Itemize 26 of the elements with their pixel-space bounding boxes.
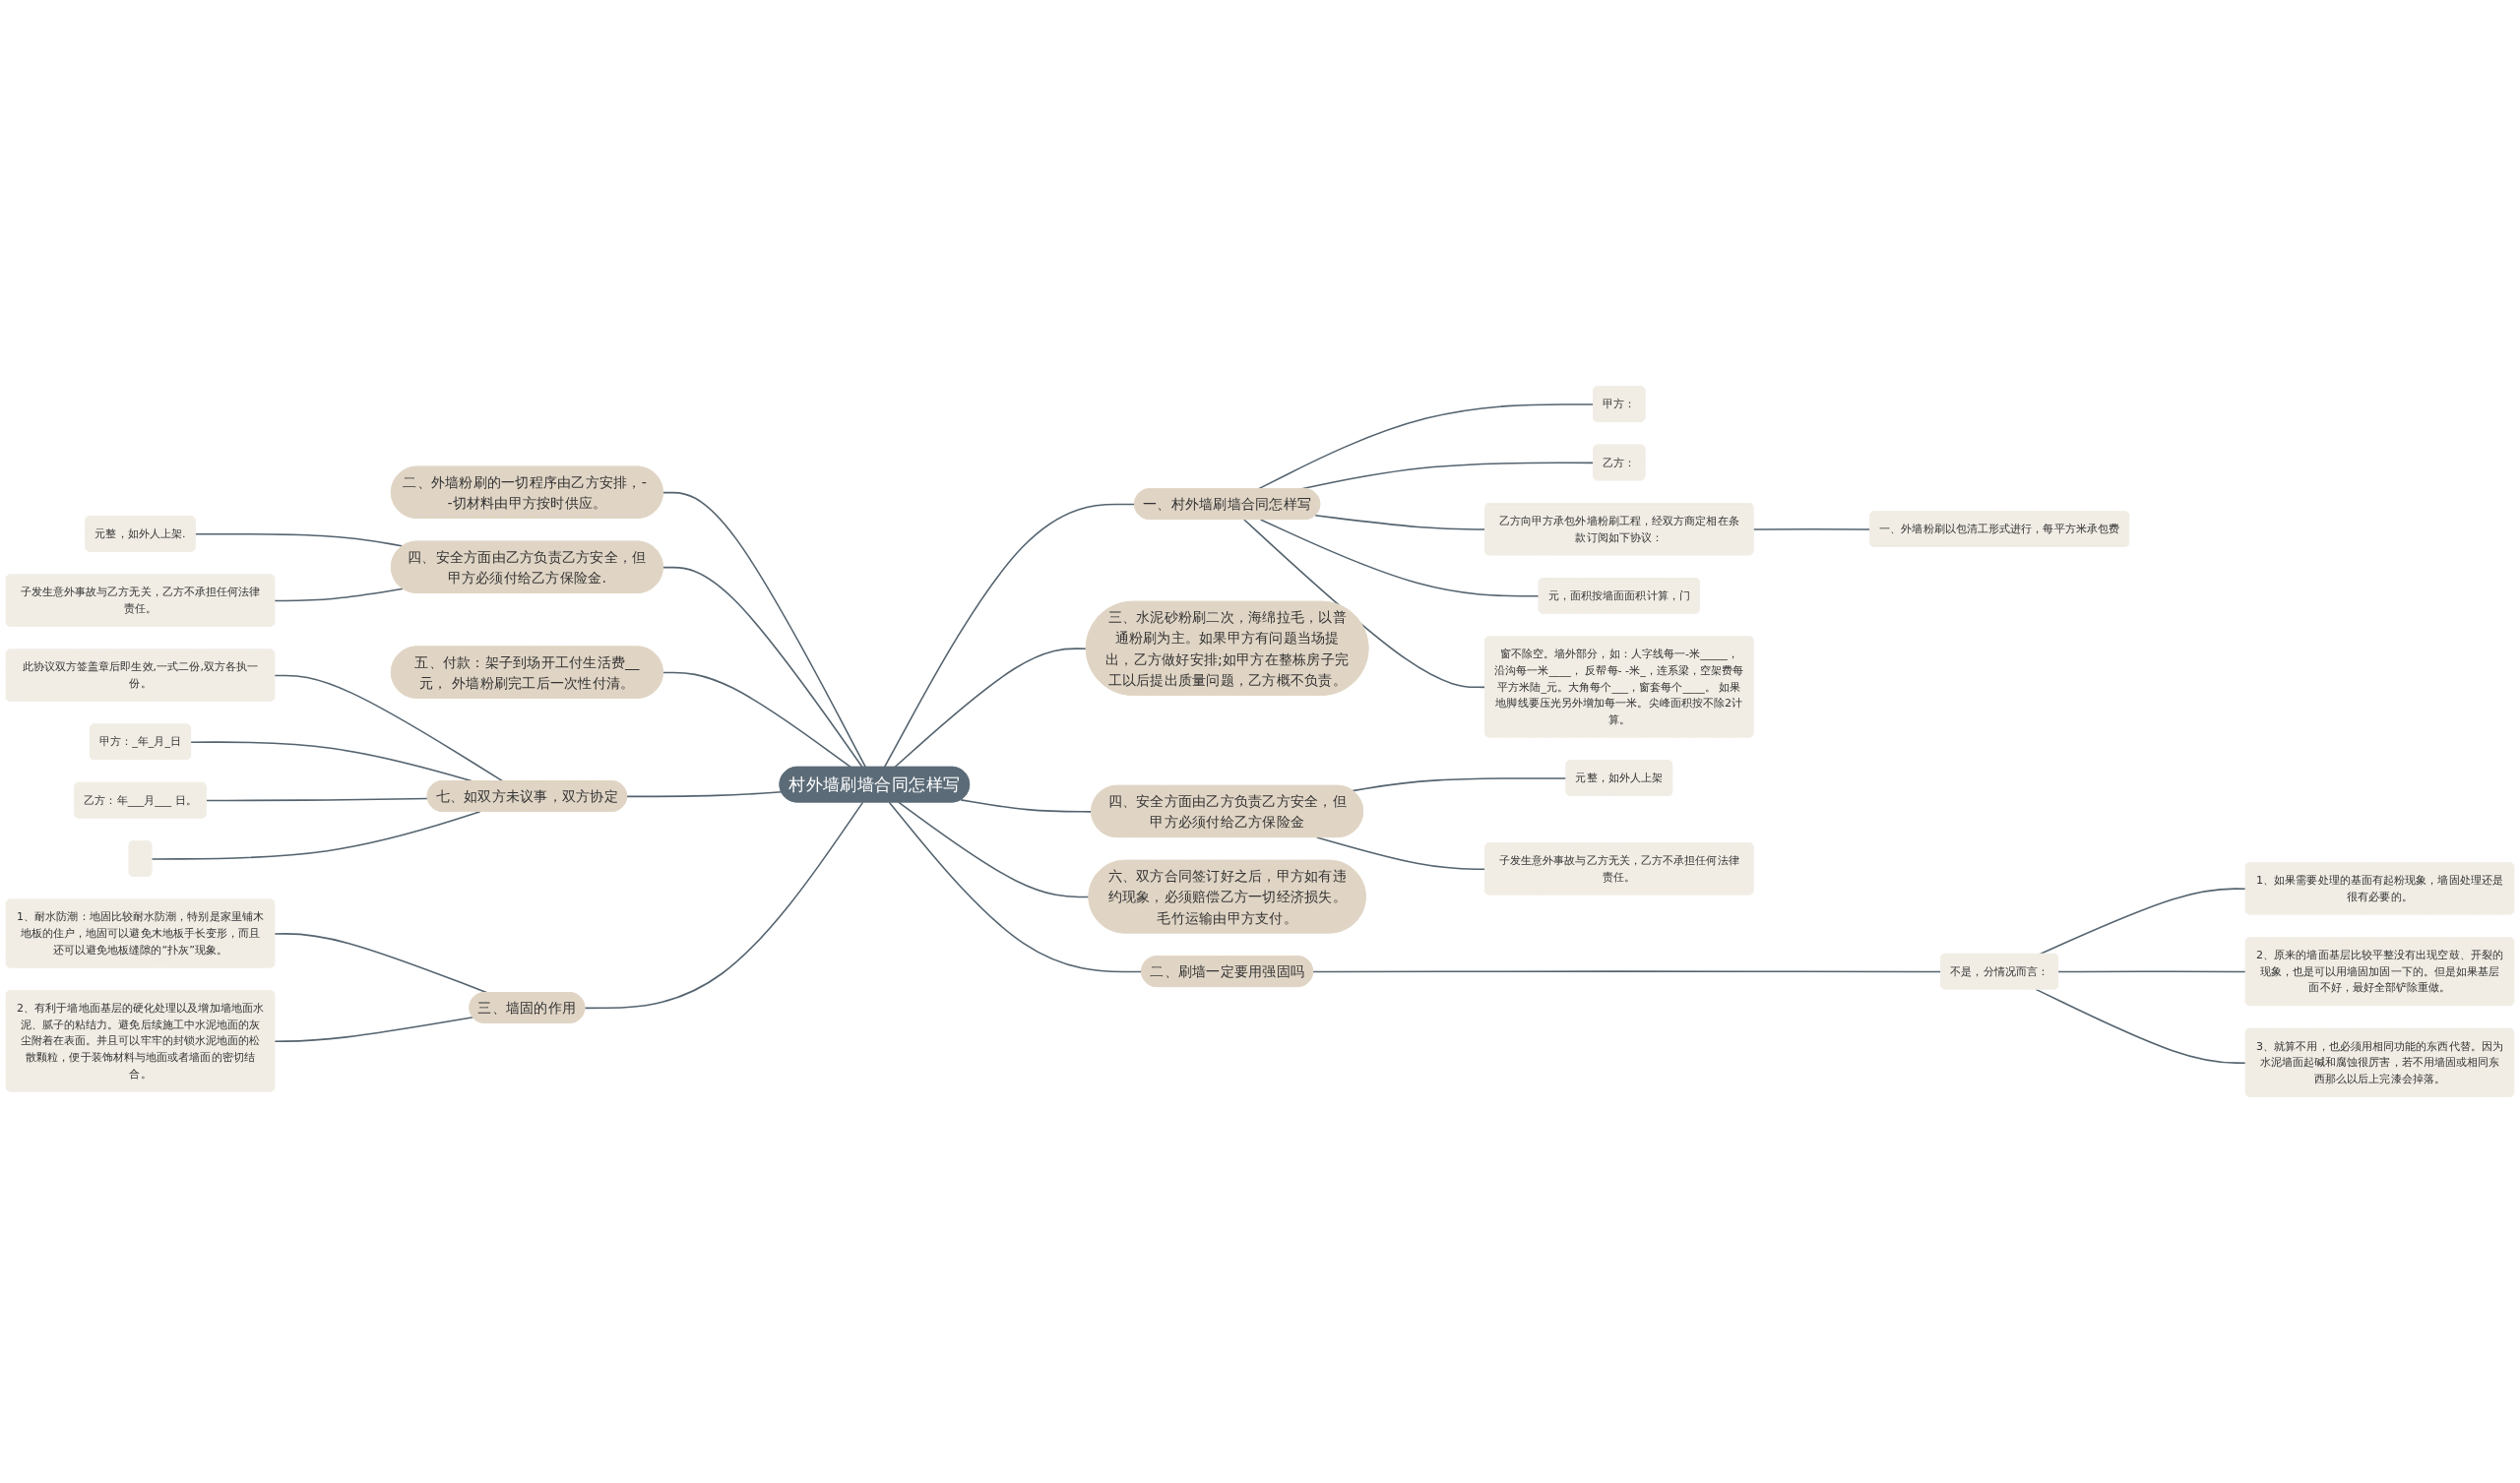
connector	[894, 648, 1088, 769]
connector	[662, 566, 863, 769]
connector	[1752, 528, 1871, 530]
connector	[626, 791, 783, 798]
connector	[662, 671, 852, 769]
connector	[151, 811, 481, 860]
connector	[584, 801, 864, 1010]
connector	[194, 532, 405, 547]
connector	[2057, 970, 2247, 973]
connector	[1257, 403, 1595, 490]
connector	[1314, 515, 1486, 530]
connector	[1315, 836, 1486, 871]
connector	[1243, 519, 1486, 689]
connector	[274, 1017, 474, 1042]
connector	[960, 799, 1093, 813]
connector	[274, 587, 405, 602]
connector	[2035, 988, 2247, 1064]
connector	[883, 503, 1136, 769]
connector	[2039, 888, 2247, 956]
connector	[898, 801, 1091, 898]
connector	[274, 674, 504, 782]
connector	[888, 801, 1143, 973]
connector	[1259, 519, 1541, 597]
connector	[1312, 970, 1942, 973]
connector	[662, 491, 867, 769]
connector	[205, 797, 429, 802]
